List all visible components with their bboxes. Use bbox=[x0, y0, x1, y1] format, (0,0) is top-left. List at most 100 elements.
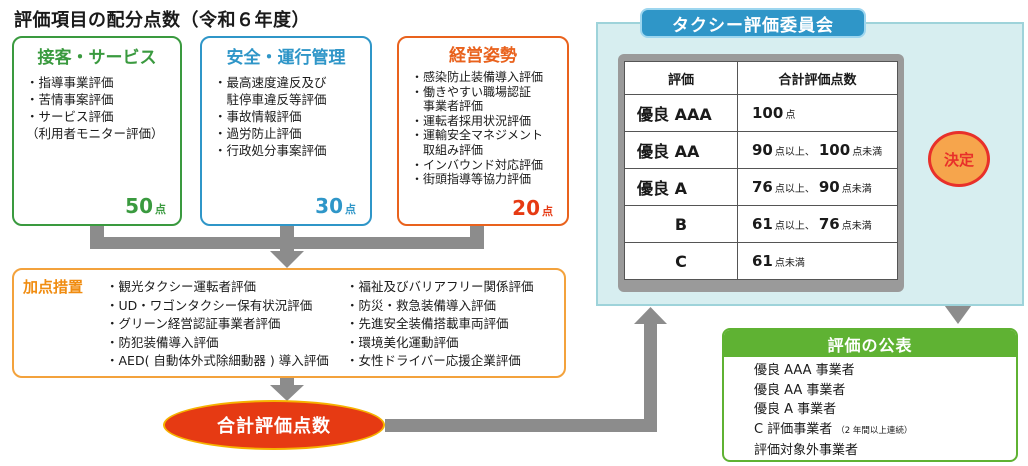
list-item: ・事故情報評価 bbox=[214, 109, 302, 124]
score-unit: 点以上、 bbox=[774, 184, 815, 195]
publication-item-text: 優良 AA 事業者 bbox=[754, 382, 846, 398]
points-value: 20 bbox=[512, 196, 540, 220]
list-item: （利用者モニター評価） bbox=[26, 126, 164, 141]
grade-cell: 優良 AA bbox=[624, 131, 738, 169]
column-header-score: 合計評価点数 bbox=[737, 61, 898, 95]
arrow-to-total-head bbox=[270, 385, 304, 401]
category-title: 安全・運行管理 bbox=[226, 48, 346, 68]
publication-item-text: 優良 A 事業者 bbox=[754, 402, 837, 417]
list-item: ・グリーン経営認証事業者評価 bbox=[106, 316, 281, 331]
list-item: ・防犯装備導入評価 bbox=[106, 334, 219, 350]
score-number: 100 bbox=[818, 141, 851, 159]
score-number: 61 bbox=[752, 215, 773, 233]
arrow-total-up bbox=[644, 322, 657, 432]
bonus-list-right: ・福祉及びバリアフリー関係評価 ・防災・救急装備導入評価 ・先進安全装備搭載車両… bbox=[346, 278, 534, 371]
category-item-list: ・感染防止装備導入評価 ・働きやすい職場認証 事業者評価 ・運転者採用状況評価 … bbox=[399, 70, 567, 187]
score-unit: 点未満 bbox=[852, 147, 883, 158]
bonus-measures-box: 加点措置 ・観光タクシー運転者評価 ・UD・ワゴンタクシー保有状況評価 ・グリー… bbox=[12, 268, 566, 378]
score-number: 76 bbox=[818, 215, 840, 233]
bonus-list-left: ・観光タクシー運転者評価 ・UD・ワゴンタクシー保有状況評価 ・グリーン経営認証… bbox=[106, 278, 329, 371]
points-unit: 点 bbox=[155, 203, 166, 216]
score-unit: 点以上、 bbox=[774, 147, 815, 158]
grade-cell: 優良 A bbox=[624, 168, 738, 206]
score-number: 100 bbox=[752, 104, 784, 122]
publication-item-text: C 評価事業者 bbox=[754, 421, 833, 437]
list-item: ・女性ドライバー応援企業評価 bbox=[346, 353, 521, 368]
list-item: 優良 AA 事業者 bbox=[754, 381, 1016, 401]
publication-item-text: 評価対象外事業者 bbox=[754, 443, 859, 458]
list-item: ・環境美化運動評価 bbox=[346, 334, 459, 350]
list-item: ・先進安全装備搭載車両評価 bbox=[346, 316, 509, 331]
publication-item-text: 優良 AAA 事業者 bbox=[754, 363, 855, 378]
category-title: 接客・サービス bbox=[37, 48, 157, 68]
list-item: ・UD・ワゴンタクシー保有状況評価 bbox=[106, 297, 313, 313]
page-title: 評価項目の配分点数（令和６年度） bbox=[14, 10, 310, 31]
list-item: 評価対象外事業者 bbox=[754, 441, 1016, 460]
score-unit: 点未満 bbox=[774, 258, 805, 269]
grade-cell: B bbox=[624, 205, 738, 243]
list-item: 優良 A 事業者 bbox=[754, 400, 1016, 420]
list-item: ・指導事業評価 bbox=[26, 75, 114, 90]
list-item: ・サービス評価 bbox=[26, 109, 114, 124]
column-header-grade: 評価 bbox=[624, 61, 738, 95]
list-item: ・運転者採用状況評価 bbox=[411, 113, 532, 128]
arrow-to-total-stem bbox=[280, 378, 294, 386]
list-item: 優良 AAA 事業者 bbox=[754, 361, 1016, 381]
list-item: ・最高速度違反及び bbox=[214, 75, 327, 90]
arrow-to-bonus-stem bbox=[280, 243, 294, 252]
grade-cell: 優良 AAA bbox=[624, 94, 738, 132]
score-unit: 点 bbox=[785, 110, 796, 121]
decision-circle: 決定 bbox=[928, 131, 990, 187]
category-title: 経営姿勢 bbox=[449, 46, 517, 66]
score-number: 76 bbox=[752, 178, 773, 196]
arrow-to-bonus-head bbox=[270, 251, 304, 268]
total-score-oval: 合計評価点数 bbox=[163, 400, 385, 450]
category-management-box: 経営姿勢 ・感染防止装備導入評価 ・働きやすい職場認証 事業者評価 ・運転者採用… bbox=[397, 36, 569, 226]
list-item: ・苦情事案評価 bbox=[26, 92, 114, 107]
publication-box: 評価の公表 優良 AAA 事業者 優良 AA 事業者 優良 A 事業者 C 評価… bbox=[722, 328, 1018, 462]
score-number: 61 bbox=[752, 252, 773, 270]
score-number: 90 bbox=[818, 178, 840, 196]
table-header-row: 評価 合計評価点数 bbox=[624, 61, 898, 95]
list-item: ・運輸安全マネジメント bbox=[411, 128, 544, 143]
arrow-to-committee-head bbox=[634, 307, 667, 324]
category-safety-box: 安全・運行管理 ・最高速度違反及び 駐停車違反等評価 ・事故情報評価 ・過労防止… bbox=[200, 36, 372, 226]
list-item: 駐停車違反等評価 bbox=[214, 92, 327, 107]
list-item: ・インバウンド対応評価 bbox=[411, 157, 544, 172]
list-item: ・防災・救急装備導入評価 bbox=[346, 297, 497, 313]
list-item: ・AED( 自動体外式除細動器 ) 導入評価 bbox=[106, 353, 329, 368]
points-value: 50 bbox=[125, 194, 153, 218]
list-item: 取組み評価 bbox=[411, 142, 484, 157]
list-item: ・街頭指導等協力評価 bbox=[411, 172, 532, 187]
list-item: C 評価事業者（2 年間以上連続） bbox=[754, 420, 1016, 442]
score-unit: 点未満 bbox=[841, 184, 872, 195]
arrow-total-right bbox=[385, 419, 657, 432]
publication-list: 優良 AAA 事業者 優良 AA 事業者 優良 A 事業者 C 評価事業者（2 … bbox=[724, 361, 1016, 460]
points-unit: 点 bbox=[542, 205, 553, 218]
bonus-title: 加点措置 bbox=[23, 278, 84, 296]
list-item: ・働きやすい職場認証 bbox=[411, 84, 532, 99]
list-item: ・行政処分事案評価 bbox=[214, 143, 327, 158]
points-unit: 点 bbox=[345, 203, 356, 216]
points-value: 30 bbox=[315, 194, 343, 218]
category-service-box: 接客・サービス ・指導事業評価 ・苦情事案評価 ・サービス評価 （利用者モニター… bbox=[12, 36, 182, 226]
grade-cell: C bbox=[624, 242, 738, 280]
arrow-to-publication-head bbox=[942, 302, 974, 324]
score-unit: 点以上、 bbox=[774, 221, 815, 232]
score-unit: 点未満 bbox=[841, 221, 872, 232]
list-item: ・福祉及びバリアフリー関係評価 bbox=[346, 279, 534, 294]
list-item: ・過労防止評価 bbox=[214, 126, 302, 141]
